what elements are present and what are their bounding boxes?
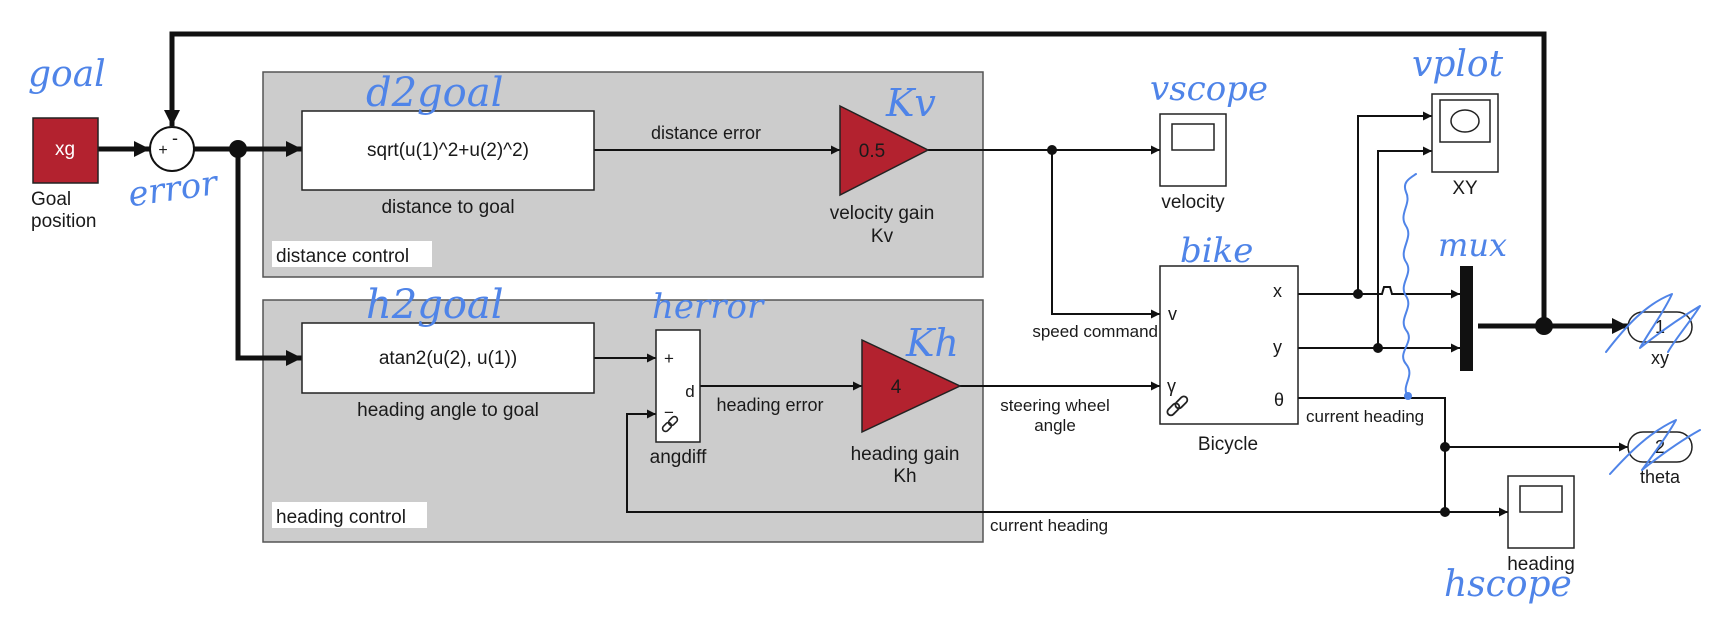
current-heading-label-bottom: current heading <box>990 516 1108 535</box>
annotation-vplot: vplot <box>1412 44 1504 85</box>
scope-screen-icon <box>1171 123 1215 151</box>
velocity-gain-label-line2: Kv <box>871 226 894 247</box>
scope-screen-icon <box>1519 485 1563 513</box>
annotation-scribble-xy <box>1605 293 1701 353</box>
bicycle-port-gamma: γ <box>1167 376 1176 396</box>
annotation-vscope: vscope <box>1150 69 1268 109</box>
wire-speed-command <box>1051 150 1160 319</box>
distance-error-label: distance error <box>651 123 761 143</box>
heading-control-label: heading control <box>276 507 406 528</box>
annotation-bike: bike <box>1180 231 1253 271</box>
velocity-scope-block[interactable]: velocity <box>1159 113 1227 213</box>
annotation-error: error <box>126 163 222 215</box>
mux-block[interactable] <box>1460 266 1473 371</box>
angdiff-label: angdiff <box>650 447 707 468</box>
sum-minus-sign: - <box>172 128 178 148</box>
annotation-squiggle-dot <box>1404 392 1412 400</box>
annotation-hscope: hscope <box>1444 564 1572 605</box>
annotation-squiggle <box>1402 173 1417 397</box>
bicycle-port-theta: θ <box>1274 390 1284 410</box>
branch-points <box>229 140 1553 517</box>
heading-gain-value: 4 <box>891 377 902 398</box>
steering-label-line1: steering wheel <box>1000 396 1110 415</box>
speed-command-label: speed command <box>1032 322 1158 341</box>
signal-wires <box>98 31 1628 517</box>
distance-fcn-label: distance to goal <box>381 197 514 218</box>
angdiff-output-port: d <box>685 382 694 401</box>
goal-constant-label-line2: position <box>31 211 97 232</box>
bicycle-block[interactable]: v γ x y θ Bicycle <box>1159 265 1299 455</box>
signal-labels: distance error heading error speed comma… <box>651 123 1424 535</box>
annotation-kh: Kh <box>905 321 959 365</box>
angdiff-block[interactable]: + − d angdiff <box>650 329 707 468</box>
link-icon <box>661 415 679 433</box>
xy-graph-label: XY <box>1452 178 1478 199</box>
annotation-d2goal: d2goal <box>366 70 503 116</box>
wire-feedback-xy <box>164 31 1547 326</box>
steering-label-line2: angle <box>1034 416 1076 435</box>
wire-x-to-xy <box>1357 111 1432 294</box>
bicycle-port-x: x <box>1273 281 1282 301</box>
heading-gain-label-line2: Kh <box>893 466 916 487</box>
velocity-gain-value: 0.5 <box>859 141 885 162</box>
goal-constant-block[interactable]: xg Goal position <box>31 117 99 232</box>
angdiff-plus-sign: + <box>664 349 674 368</box>
heading-fcn-expression: atan2(u(2), u(1)) <box>379 348 517 369</box>
wire-to-heading-fcn <box>235 149 302 366</box>
distance-fcn-expression: sqrt(u(1)^2+u(2)^2) <box>367 140 529 161</box>
error-sum-block[interactable]: + - <box>149 126 195 172</box>
wire-theta <box>1298 397 1446 512</box>
angdiff-minus-sign: − <box>664 403 674 422</box>
outport-xy-number: 1 <box>1655 317 1665 337</box>
outport-xy-label: xy <box>1651 348 1669 368</box>
bicycle-label: Bicycle <box>1198 434 1258 455</box>
wire-current-heading-feedback <box>626 409 1445 513</box>
heading-error-label: heading error <box>716 395 823 415</box>
heading-gain-label-line1: heading gain <box>851 444 960 465</box>
current-heading-label-top: current heading <box>1306 407 1424 426</box>
annotation-h2goal: h2goal <box>366 282 504 328</box>
goal-constant-label-line1: Goal <box>31 189 71 210</box>
bicycle-port-v: v <box>1168 304 1177 324</box>
annotation-scribble-theta <box>1609 419 1701 475</box>
heading-fcn-label: heading angle to goal <box>357 400 539 421</box>
distance-control-label: distance control <box>276 246 409 267</box>
sum-plus-sign: + <box>158 142 167 159</box>
xy-graph-block[interactable]: XY <box>1431 93 1499 199</box>
annotation-herror: herror <box>652 287 765 327</box>
heading-gain-block[interactable]: 4 heading gain Kh <box>851 338 962 487</box>
heading-scope-block[interactable]: heading <box>1507 475 1575 575</box>
outport-xy[interactable]: 1 xy <box>1627 311 1693 368</box>
bicycle-port-y: y <box>1273 337 1282 357</box>
wire-y-to-xy <box>1377 146 1432 348</box>
goal-constant-value: xg <box>55 139 75 160</box>
annotation-mux: mux <box>1438 226 1507 264</box>
velocity-gain-block[interactable]: 0.5 velocity gain Kv <box>830 104 935 247</box>
annotation-goal: goal <box>28 54 106 95</box>
distance-fcn-block[interactable]: sqrt(u(1)^2+u(2)^2) distance to goal <box>301 110 595 218</box>
heading-scope-label: heading <box>1507 554 1575 575</box>
outport-theta-number: 2 <box>1655 437 1665 457</box>
outport-theta-label: theta <box>1640 467 1681 487</box>
heading-fcn-block[interactable]: atan2(u(2), u(1)) heading angle to goal <box>301 322 595 421</box>
link-icon <box>1166 395 1189 417</box>
xy-graph-icon <box>1450 109 1480 133</box>
velocity-gain-label-line1: velocity gain <box>830 203 935 224</box>
velocity-scope-label: velocity <box>1161 192 1225 213</box>
annotation-kv: Kv <box>885 81 936 125</box>
wire-x-to-mux <box>1298 286 1460 299</box>
